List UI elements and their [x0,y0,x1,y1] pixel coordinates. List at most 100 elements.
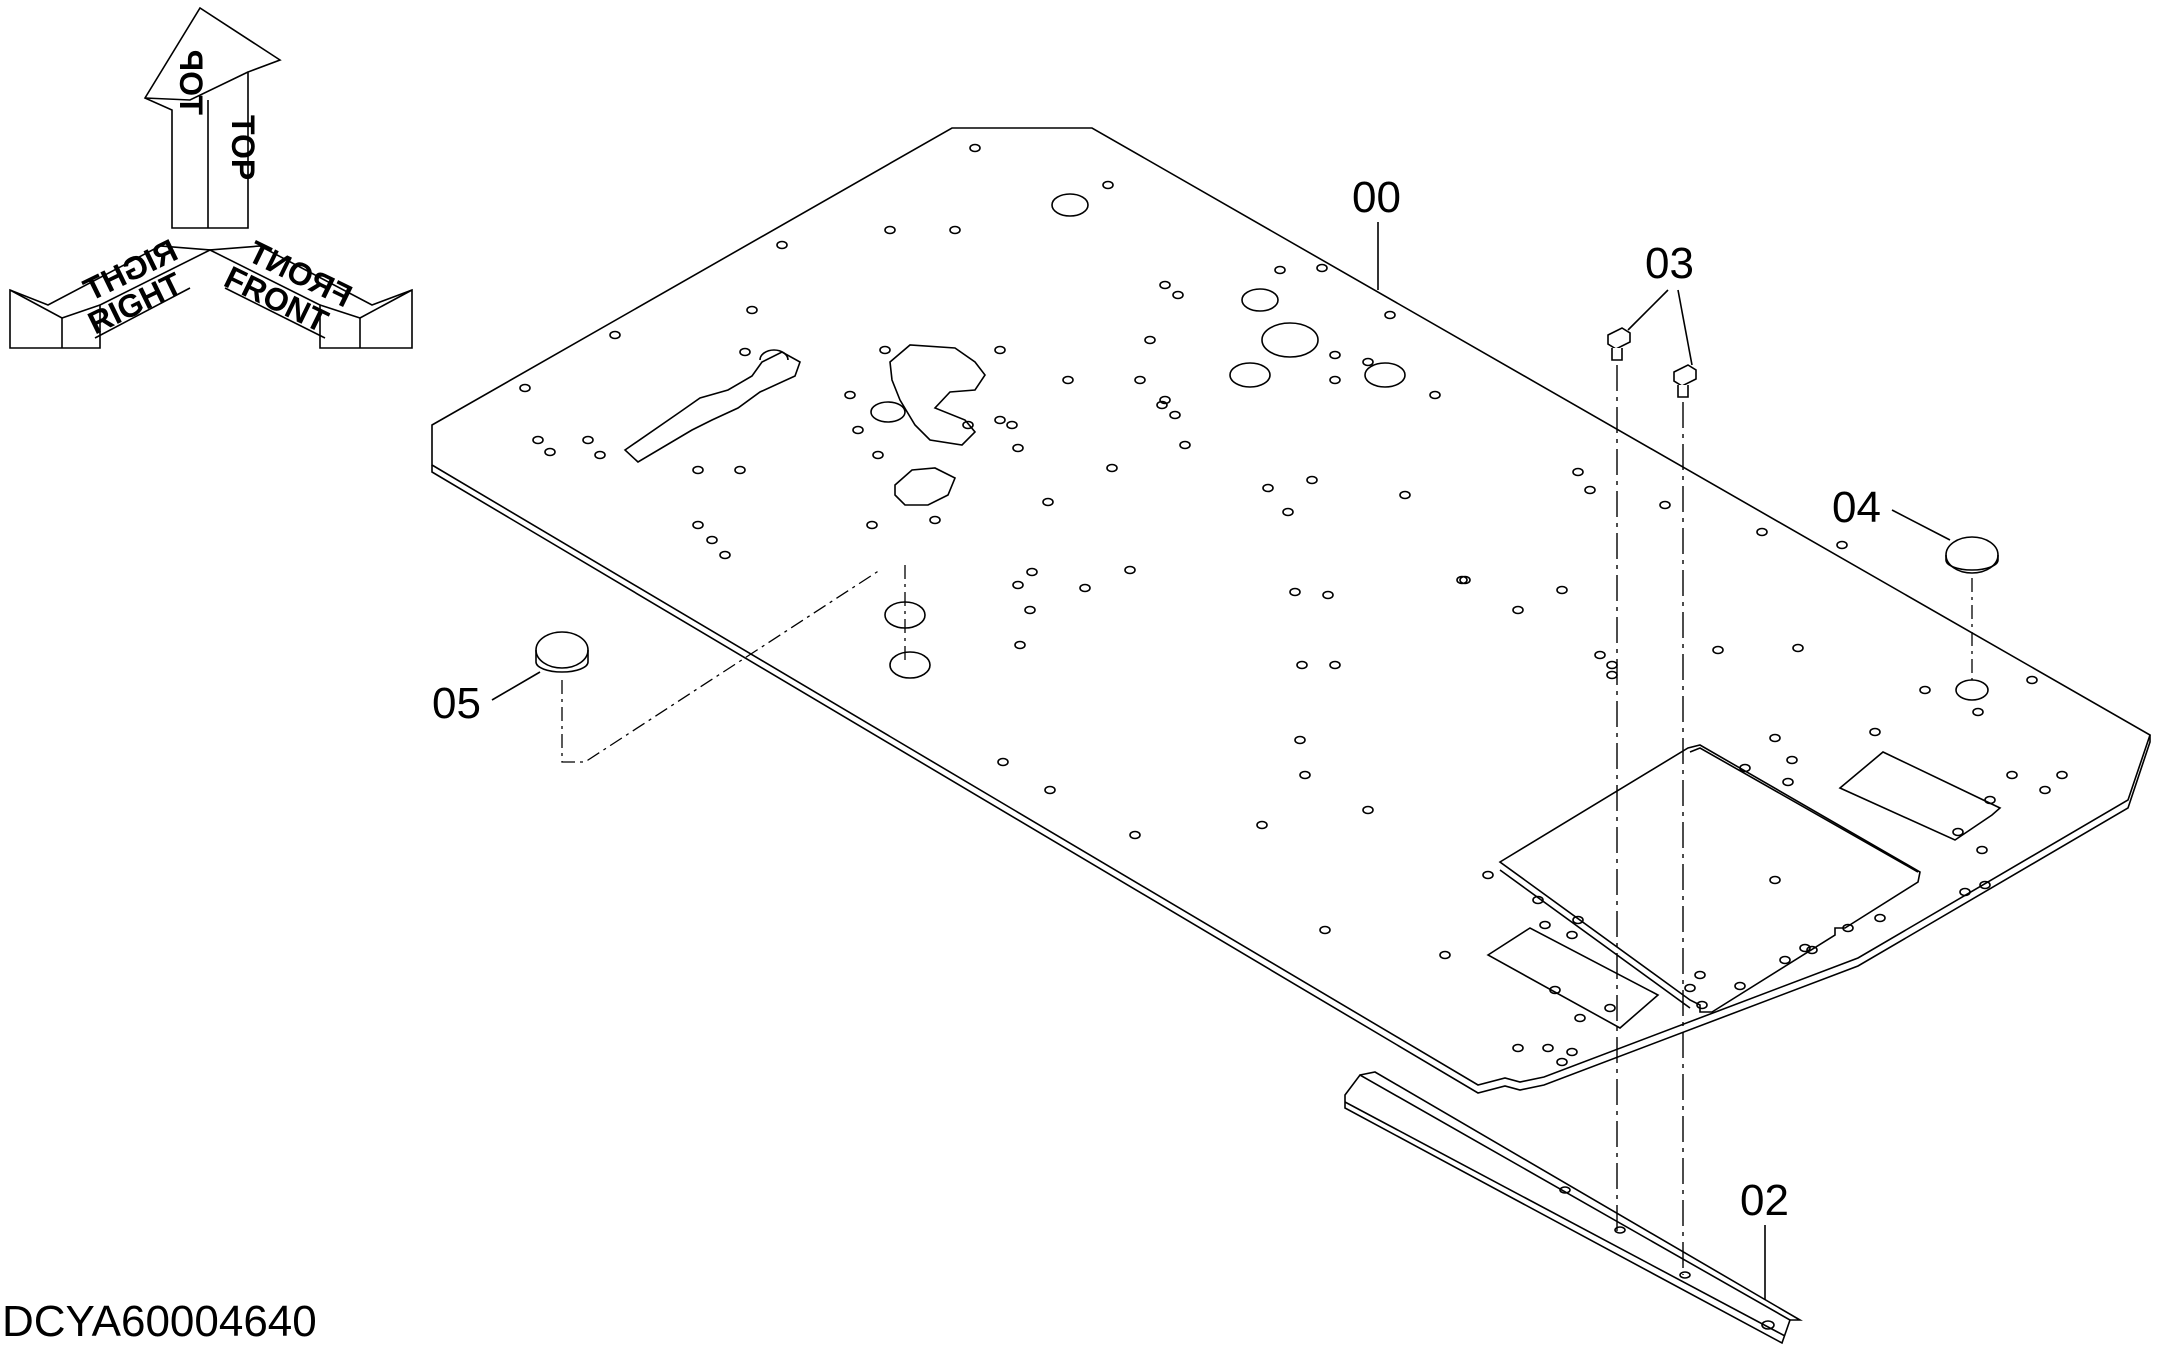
bolt-hole [1959,887,1971,897]
bolt-hole [1792,643,1804,653]
bolt-hole [1299,770,1311,780]
bolt-hole [1779,955,1791,965]
bolt-hole [706,535,718,545]
bolt-hole [872,450,884,460]
bolt-hole [1869,727,1881,737]
bolt-hole [1296,660,1308,670]
bolt-hole [1106,463,1118,473]
bolt-hole [1362,357,1374,367]
bolt-hole [1319,925,1331,935]
bolt-hole [1329,350,1341,360]
bolt-hole [1262,483,1274,493]
orientation-indicator: TOP TOP RIGHT RIGHT FRONT FRONT [9,6,413,349]
bolt-hole [519,383,531,393]
bolt-hole [997,757,1009,767]
bolt-hole [1572,467,1584,477]
bolt-hole [1026,567,1038,577]
bolt-hole [1306,475,1318,485]
bolt-hole [1919,685,1931,695]
bolt-hole [866,520,878,530]
bolt-hole [1976,845,1988,855]
bolt-hole [1256,820,1268,830]
bolt-hole [1566,930,1578,940]
bolt-hole [1439,950,1451,960]
bolt-hole [1459,575,1471,585]
bolt-icon [1673,364,1697,398]
bolt-hole [1542,1043,1554,1053]
callout-00: 00 [1352,173,1401,222]
bolt-part-03 [1607,327,1697,1275]
plug-part-04 [1945,536,1999,680]
bolt-hole [1574,1013,1586,1023]
bolt-hole [879,345,891,355]
bolt-hole [1329,660,1341,670]
bolt-hole [1006,420,1018,430]
bolt-hole [1594,650,1606,660]
bolt-hole [1799,943,1811,953]
bolt-hole [1399,490,1411,500]
bolt-hole [1482,870,1494,880]
bolt-hole [2026,675,2038,685]
bolt-hole [1024,605,1036,615]
front-arrow-icon [207,245,413,349]
bolt-hole [1062,375,1074,385]
plug-part-05 [535,565,906,763]
callout-02: 02 [1740,1176,1789,1225]
bolt-hole [739,347,751,357]
callouts: 00 03 04 05 02 [432,173,1951,1300]
bolt-hole [852,425,864,435]
bolt-hole [1696,1000,1708,1010]
floor-plate [431,127,2151,1094]
bolt-hole [1556,585,1568,595]
rail-part-02 [1344,1071,1803,1345]
bolt-hole [1429,390,1441,400]
bolt-hole [1322,590,1334,600]
bolt-icon [1607,327,1631,361]
bolt-hole [1134,375,1146,385]
bolt-hole [1282,507,1294,517]
bolt-hole [1384,310,1396,320]
bolt-hole [1756,527,1768,537]
bolt-hole [994,345,1006,355]
bolt-hole [1604,1003,1616,1013]
bolt-hole [1782,777,1794,787]
bolt-hole [1684,983,1696,993]
bolt-hole [692,520,704,530]
bolt-hole [1556,1057,1568,1067]
bolt-hole [1874,913,1886,923]
bolt-hole [1289,587,1301,597]
bolt-hole [962,420,974,430]
bolt-hole [582,435,594,445]
bolt-hole [594,450,606,460]
bolt-hole [1539,920,1551,930]
bolt-holes [519,143,2068,1067]
bolt-hole [1044,785,1056,795]
bolt-hole [844,390,856,400]
bolt-hole [1712,645,1724,655]
bolt-hole [1129,830,1141,840]
bolt-hole [719,550,731,560]
bolt-hole [1549,985,1561,995]
top-arrow-icon [143,6,282,229]
bolt-hole [929,515,941,525]
top-label-front: TOP [225,115,261,180]
right-arrow-icon [9,245,213,349]
bolt-hole [544,447,556,457]
bolt-hole [776,240,788,250]
bolt-hole [1694,970,1706,980]
bolt-hole [609,330,621,340]
bolt-hole [1659,500,1671,510]
top-label-back: TOP [173,50,209,115]
bolt-hole [1079,583,1091,593]
bolt-hole [1566,1047,1578,1057]
bolt-hole [1014,640,1026,650]
bolt-hole [884,225,896,235]
bolt-hole [1329,375,1341,385]
callout-04: 04 [1832,483,1881,532]
bolt-hole [1584,485,1596,495]
bolt-hole [1159,395,1171,405]
bolt-hole [1979,880,1991,890]
bolt-hole [1512,605,1524,615]
bolt-hole [1316,263,1328,273]
